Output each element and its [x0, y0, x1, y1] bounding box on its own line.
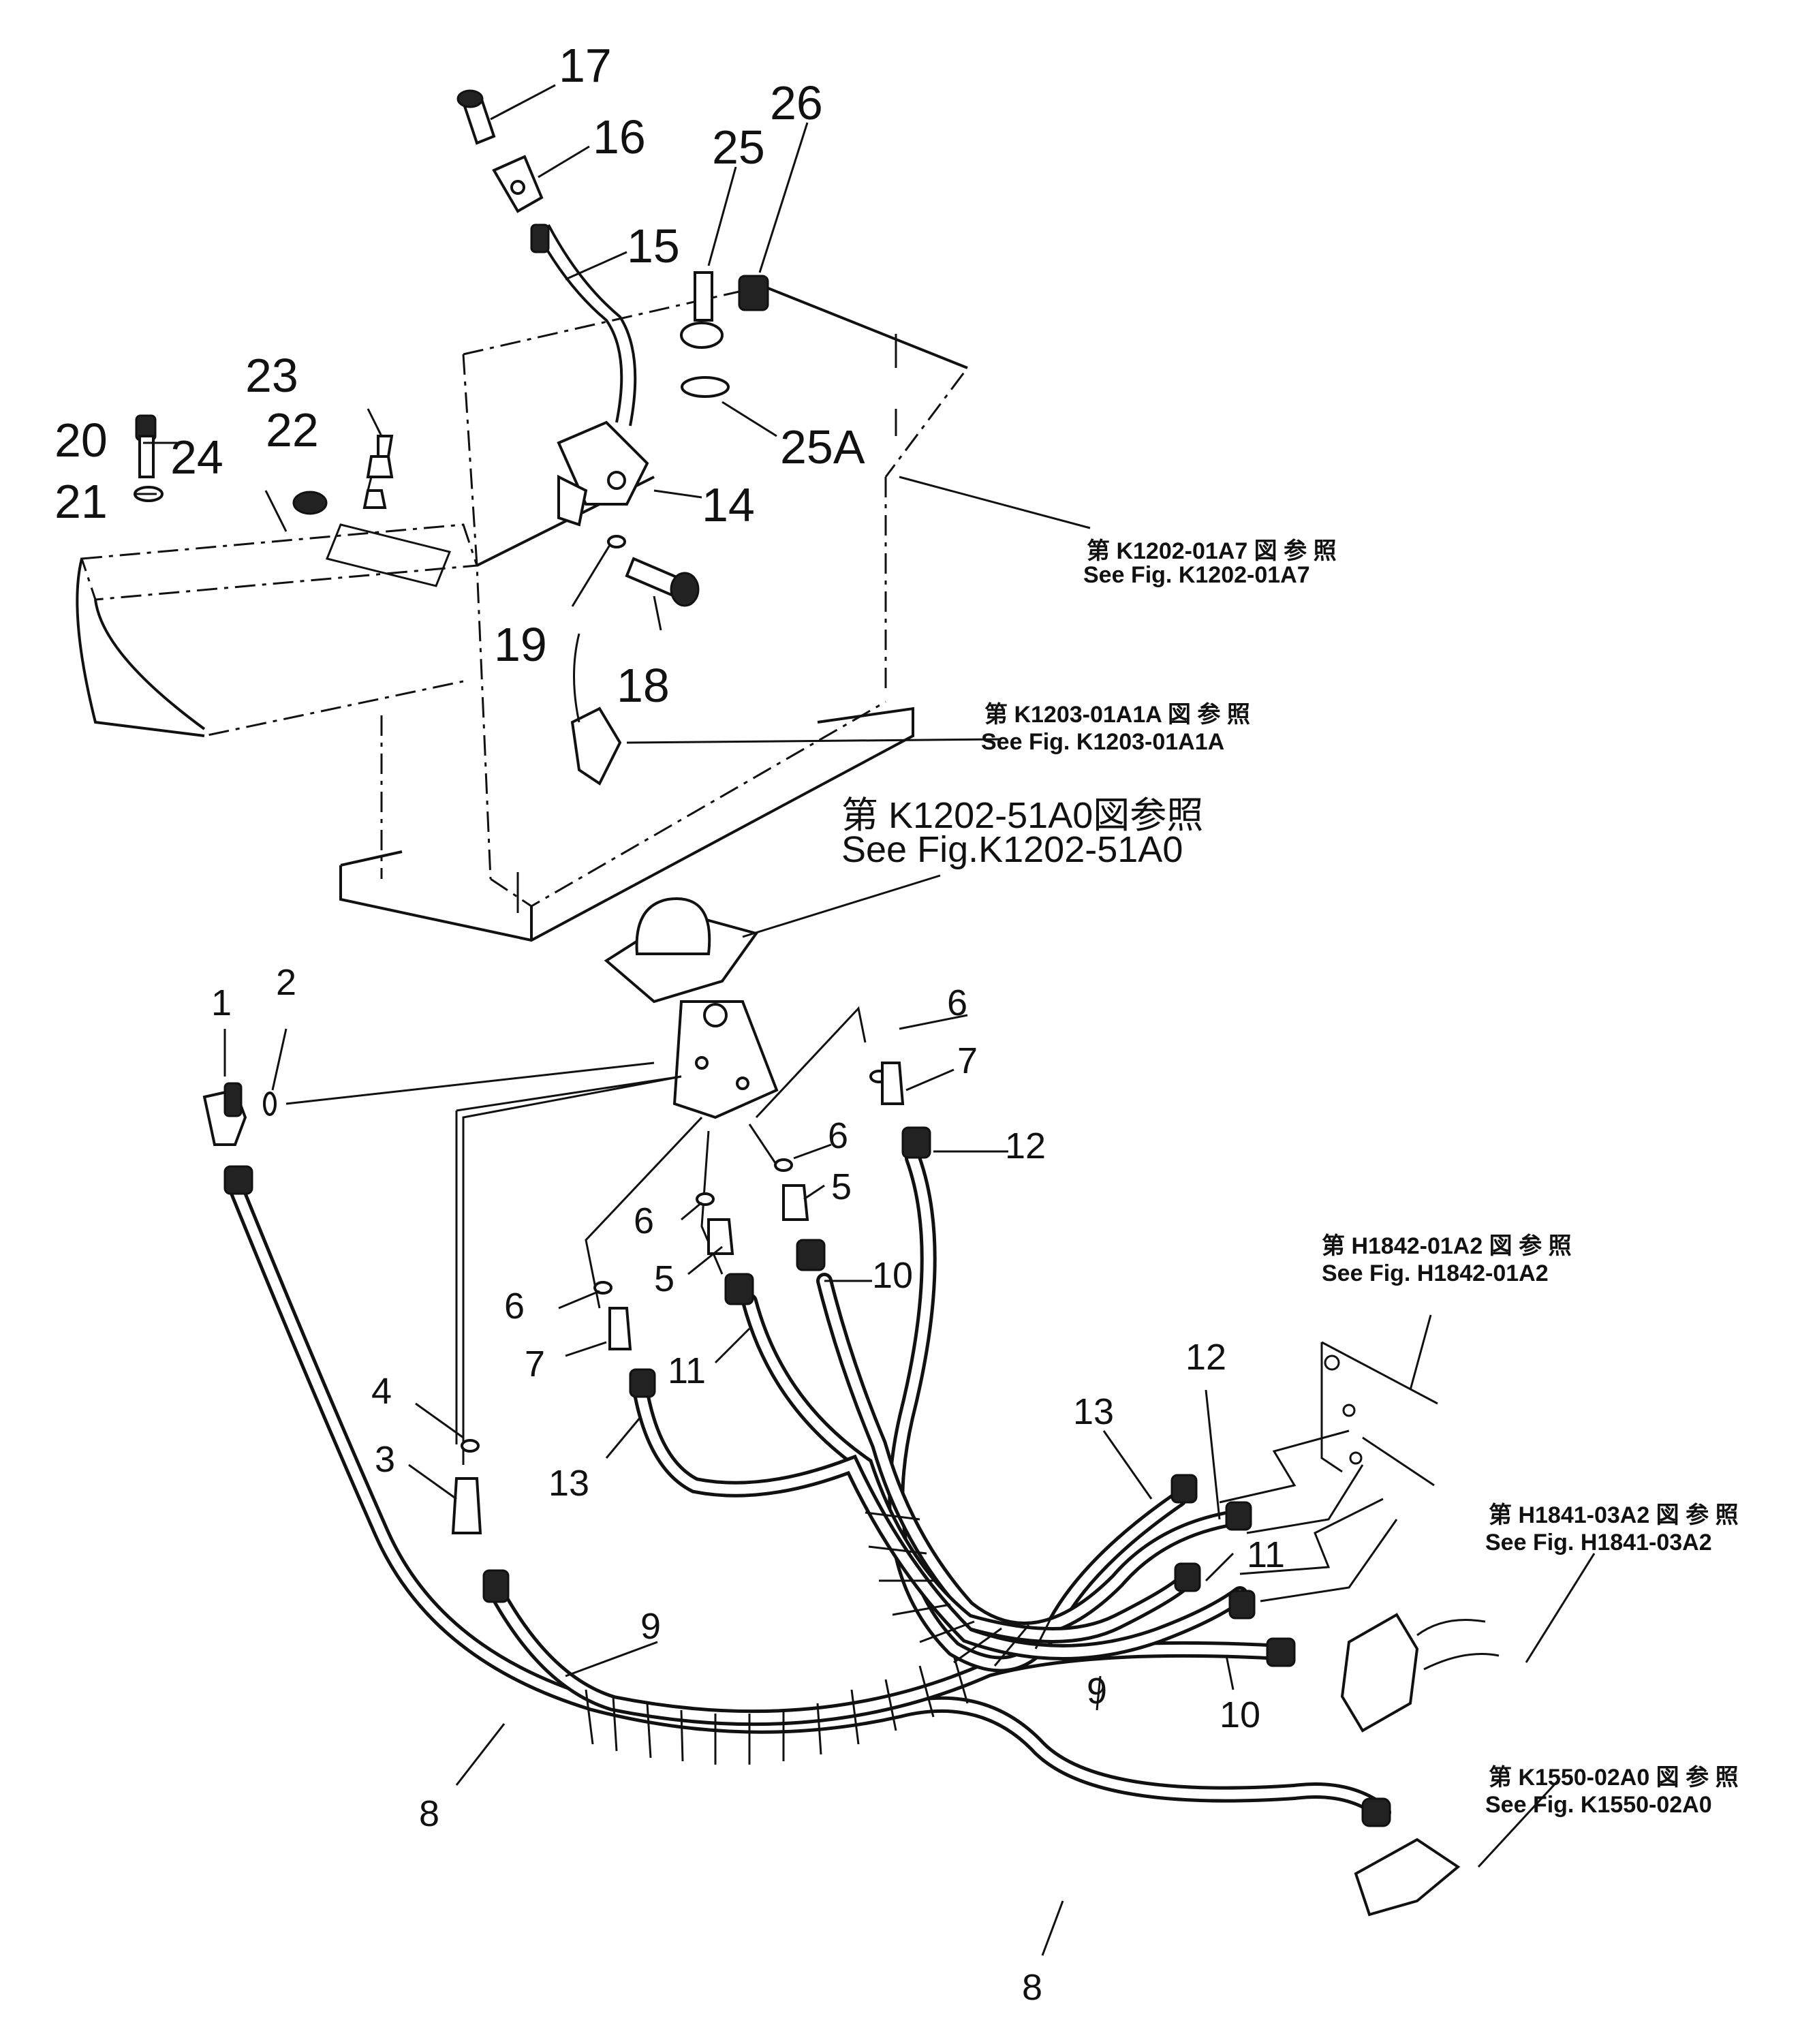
- ppc-valve: [604, 897, 779, 1119]
- callout-15: 15: [627, 219, 680, 273]
- callout-16: 16: [593, 110, 646, 164]
- leader-lines: [136, 84, 1596, 1956]
- ref-k1203-01a1a-jp: 第 K1203-01A1A 図 参 照: [984, 702, 1250, 728]
- callout-12: 12: [1185, 1337, 1226, 1378]
- callout-1: 1: [211, 982, 232, 1023]
- ref-k1202-51a0-en: See Fig.K1202-51A0: [841, 829, 1183, 870]
- fittings: [202, 1062, 1500, 1917]
- ref-k1202-51a0-jp: 第 K1202-51A0図参照: [841, 795, 1203, 836]
- callout-17: 17: [559, 39, 612, 92]
- callout-10: 10: [1220, 1694, 1260, 1735]
- callout-19: 19: [494, 618, 547, 671]
- callout-11: 11: [1247, 1534, 1285, 1575]
- callout-6: 6: [504, 1286, 525, 1327]
- ref-h1842-01a2-en: See Fig. H1842-01A2: [1322, 1260, 1549, 1286]
- callout-20: 20: [55, 414, 108, 467]
- ref-h1841-03a2-jp: 第 H1841-03A2 図 参 照: [1489, 1502, 1739, 1528]
- callout-25: 25: [712, 121, 765, 174]
- callout-24: 24: [170, 431, 223, 484]
- callout-6: 6: [634, 1201, 654, 1241]
- callout-13: 13: [548, 1463, 589, 1504]
- ref-k1202-01a7-jp: 第 K1202-01A7 図 参 照: [1087, 538, 1337, 564]
- callout-7: 7: [525, 1344, 545, 1384]
- callout-25A: 25A: [780, 420, 865, 474]
- callout-14: 14: [702, 478, 755, 531]
- callout-labels: 17 16 25 26 15 23 20 22 24 21 25A 14 19 …: [55, 39, 1285, 2008]
- ref-h1842-01a2-jp: 第 H1842-01A2 図 参 照: [1322, 1233, 1572, 1259]
- callout-3: 3: [375, 1439, 395, 1480]
- callout-4: 4: [371, 1371, 392, 1412]
- callout-6: 6: [947, 982, 967, 1023]
- callout-6: 6: [828, 1115, 848, 1156]
- callout-8: 8: [419, 1793, 439, 1834]
- ref-k1202-01a7-en: See Fig. K1202-01A7: [1083, 562, 1310, 588]
- tank-fittings: [134, 89, 700, 786]
- ref-k1550-02a0-jp: 第 K1550-02A0 図 参 照: [1489, 1765, 1739, 1791]
- ref-h1841-03a2-en: See Fig. H1841-03A2: [1485, 1530, 1712, 1555]
- callout-23: 23: [245, 349, 298, 402]
- hydraulic-tank: [76, 271, 969, 942]
- callout-12: 12: [1005, 1126, 1046, 1166]
- hose-assemblies: [227, 1150, 1391, 1821]
- callout-21: 21: [55, 475, 108, 528]
- callout-8: 8: [1022, 1967, 1042, 2008]
- callout-22: 22: [266, 403, 319, 456]
- callout-9: 9: [640, 1606, 661, 1647]
- callout-7: 7: [957, 1040, 978, 1081]
- callout-2: 2: [276, 962, 296, 1003]
- callout-18: 18: [617, 659, 670, 712]
- callout-11: 11: [668, 1350, 706, 1391]
- callout-10: 10: [872, 1255, 913, 1296]
- callout-5: 5: [654, 1258, 674, 1299]
- callout-9: 9: [1087, 1671, 1107, 1712]
- ref-k1203-01a1a-en: See Fig. K1203-01A1A: [981, 729, 1224, 755]
- ref-k1550-02a0-en: See Fig. K1550-02A0: [1485, 1792, 1712, 1818]
- callout-26: 26: [770, 76, 823, 129]
- reference-notes: 第 K1202-01A7 図 参 照 See Fig. K1202-01A7 第…: [841, 538, 1739, 1818]
- callout-13: 13: [1073, 1391, 1114, 1432]
- callout-5: 5: [831, 1166, 852, 1207]
